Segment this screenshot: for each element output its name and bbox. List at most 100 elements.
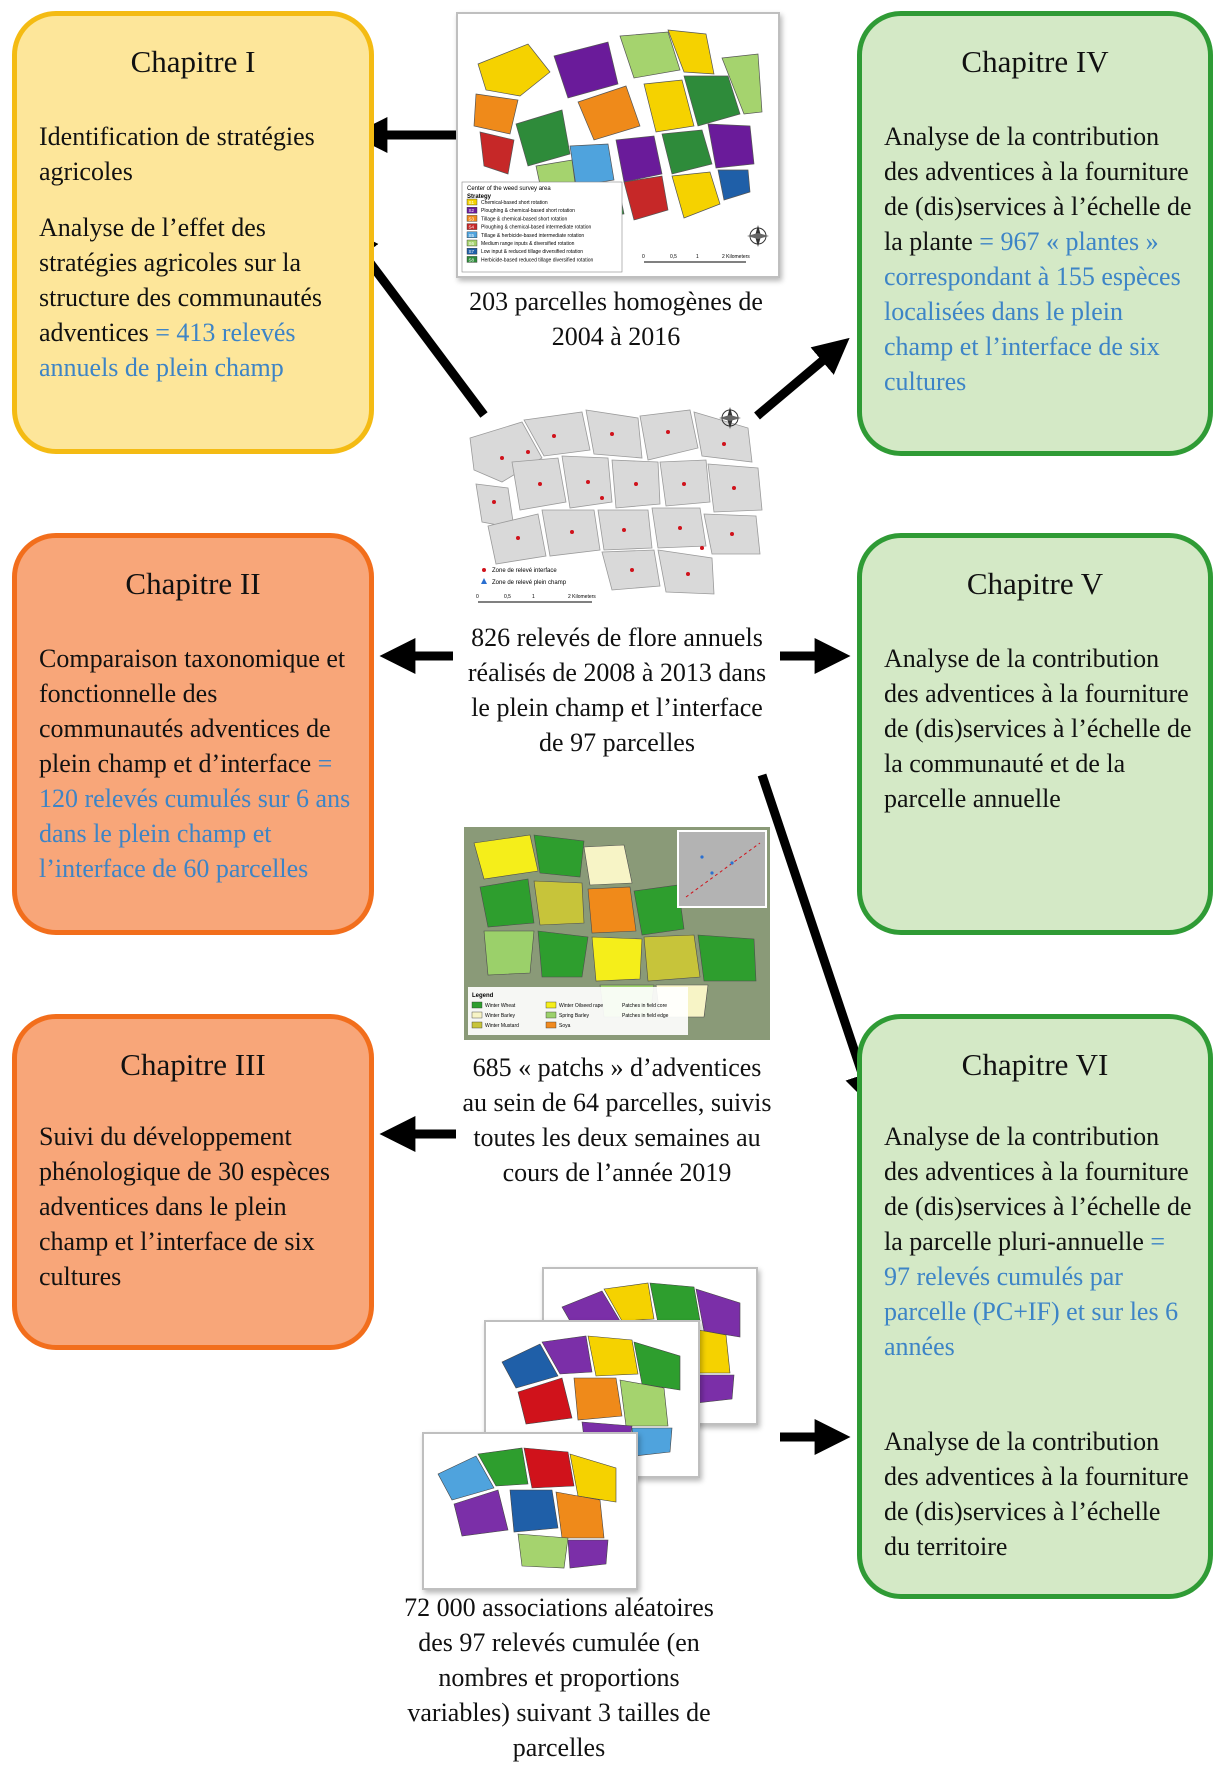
- legend-strategy-title: Strategy: [467, 194, 492, 200]
- north-arrow-icon: [747, 225, 769, 247]
- scale-tick-0: 0: [642, 254, 645, 260]
- strategy-label-s5: Tillage & herbicide-based intermediate r…: [481, 233, 584, 239]
- scale-tick-3: 2 Kilometers: [722, 254, 750, 260]
- legend-center-label: Center of the weed survey area: [467, 186, 551, 192]
- legend-interface-label: Zone de relevé interface: [492, 568, 557, 574]
- scale-tick-1: 0,5: [670, 254, 677, 260]
- strategy-legend: Center of the weed survey area Strategy …: [461, 181, 623, 273]
- map2-caption: 826 relevés de flore annuels réalisés de…: [467, 623, 767, 757]
- crop-label-5: Soya: [559, 1023, 571, 1029]
- strategy-code-s8: S8: [469, 257, 475, 262]
- chapter-3-box: Chapitre III Suivi du développement phén…: [12, 1014, 374, 1350]
- chapter-4-description: Analyse de la contribution des adventice…: [884, 122, 1192, 256]
- survey-scale-tick-1: 0,5: [504, 594, 511, 600]
- strategy-map-drawing: Center of the weed survey area Strategy …: [461, 29, 769, 273]
- scale-tick-2: 1: [696, 254, 699, 260]
- chapter-1-text-b: Analyse de l’effet des stratégies agrico…: [39, 210, 353, 385]
- strategy-label-s8: Herbicide-based reduced tillage diversif…: [481, 257, 594, 263]
- strategy-label-s6: Medium range inputs & diversified rotati…: [481, 241, 575, 247]
- strategy-swatch-s4: [466, 223, 478, 230]
- chapter-3-title: Chapitre III: [120, 1047, 266, 1082]
- chapter-6-text-a: Analyse de la contribution des adventice…: [884, 1119, 1192, 1364]
- strategy-swatch-s6: [466, 239, 478, 247]
- chapter-2-text: Comparaison taxonomique et fonctionnelle…: [39, 641, 353, 886]
- strategy-code-s3: S3: [469, 216, 475, 221]
- landscape-middle-drawing: [501, 1335, 681, 1457]
- chapter-6-box: Chapitre VI Analyse de la contribution d…: [857, 1014, 1213, 1599]
- chapter-1-box: Chapitre I Identification de stratégies …: [12, 11, 374, 454]
- strategy-label-s4: Ploughing & chemical-based intermediate …: [481, 225, 592, 231]
- crop-label-0: Winter Wheat: [485, 1003, 516, 1009]
- chapter-1-text-a: Identification de stratégies agricoles: [39, 122, 315, 186]
- chapter-1-description: Analyse de l’effet des stratégies agrico…: [39, 213, 323, 347]
- chapter-2-highlight: = 120 relevés cumulés sur 6 ans dans le …: [39, 749, 351, 883]
- strategy-code-s5: S5: [469, 233, 475, 238]
- strategy-swatch-s2: [466, 206, 478, 214]
- crop-swatch-0: [471, 1001, 483, 1009]
- strategy-swatch-s1: [466, 198, 478, 206]
- chapter-4-title: Chapitre IV: [961, 44, 1109, 79]
- survey-scale-tick-2: 1: [532, 594, 535, 600]
- chapter-6-title: Chapitre VI: [961, 1047, 1109, 1082]
- survey-legend: Zone de relevé interface Zone de relevé …: [476, 568, 596, 603]
- crop-swatch-4: [545, 1011, 557, 1019]
- chapter-5-text: Analyse de la contribution des adventice…: [884, 644, 1192, 813]
- map4-caption: 72 000 associations aléatoires des 97 re…: [404, 1593, 714, 1762]
- strategy-code-s7: S7: [469, 249, 475, 254]
- crop-swatch-3: [545, 1001, 557, 1009]
- chapter-6-text-b: Analyse de la contribution des adventice…: [884, 1427, 1189, 1561]
- survey-points: [492, 430, 736, 576]
- survey-map: Zone de relevé interface Zone de relevé …: [462, 398, 782, 620]
- chapter-4-box: Chapitre IV Analyse de la contribution d…: [857, 11, 1213, 456]
- map1-caption: 203 parcelles homogènes de 2004 à 2016: [469, 287, 763, 351]
- strategy-map-scale: 0 0,5 1 2 Kilometers: [642, 254, 750, 263]
- chapter-5-title: Chapitre V: [966, 566, 1104, 601]
- crop-label-2: Winter Mustard: [485, 1023, 519, 1029]
- landscape-map-front: [422, 1432, 638, 1590]
- patch-core-label: Patches in field core: [622, 1003, 667, 1009]
- strategy-code-s6: S6: [469, 241, 475, 246]
- strategy-code-s1: S1: [469, 200, 475, 205]
- legend-field-label: Zone de relevé plein champ: [492, 580, 567, 586]
- chapter-2-title: Chapitre II: [125, 566, 261, 601]
- strategy-code-s2: S2: [469, 208, 475, 213]
- crop-swatch-1: [471, 1011, 483, 1019]
- crop-label-4: Spring Barley: [559, 1013, 590, 1019]
- survey-scale-tick-0: 0: [476, 594, 479, 600]
- strategy-label-s2: Ploughing & chemical-based short rotatio…: [481, 208, 575, 214]
- arrow-map2-to-chapter4: [754, 337, 850, 420]
- chapter-6-description: Analyse de la contribution des adventice…: [884, 1122, 1192, 1256]
- chapter-6-highlight: = 97 relevés cumulés par parcelle (PC+IF…: [884, 1227, 1179, 1361]
- strategy-label-s7: Low input & reduced tillage diversified …: [481, 249, 583, 255]
- crop-swatch-2: [471, 1021, 483, 1029]
- arrow-map2-to-chapter6: [757, 773, 880, 1109]
- strategy-swatch-s8: [466, 256, 478, 263]
- chapter-1-title: Chapitre I: [130, 44, 256, 79]
- patch-legend-title: Legend: [472, 993, 494, 999]
- chapter-4-highlight: = 967 « plantes » correspondant à 155 es…: [884, 227, 1181, 396]
- landscape-front-drawing: [437, 1447, 617, 1569]
- strategy-map: Center of the weed survey area Strategy …: [456, 12, 780, 278]
- strategy-swatch-s7: [466, 247, 478, 255]
- chapter-2-box: Chapitre II Comparaison taxonomique et f…: [12, 533, 374, 935]
- chapter-4-text: Analyse de la contribution des adventice…: [884, 119, 1192, 399]
- strategy-swatch-s3: [466, 215, 478, 222]
- chapter-3-text: Suivi du développement phénologique de 3…: [39, 1122, 330, 1291]
- crop-label-1: Winter Barley: [485, 1013, 516, 1019]
- patch-edge-label: Patches in field edge: [622, 1013, 669, 1019]
- patch-inset: [677, 830, 767, 908]
- chapter-2-description: Comparaison taxonomique et fonctionnelle…: [39, 644, 346, 778]
- chapter-1-highlight: = 413 relevés annuels de plein champ: [39, 318, 296, 382]
- crop-swatch-5: [545, 1021, 557, 1029]
- survey-map-drawing: Zone de relevé interface Zone de relevé …: [469, 407, 763, 603]
- survey-scale-tick-3: 2 Kilometers: [568, 594, 596, 600]
- crop-label-3: Winter Oilseed rape: [559, 1003, 603, 1009]
- strategy-label-s1: Chemical-based short rotation: [481, 200, 548, 206]
- north-arrow-icon: [719, 407, 741, 429]
- strategy-swatch-s5: [466, 231, 478, 239]
